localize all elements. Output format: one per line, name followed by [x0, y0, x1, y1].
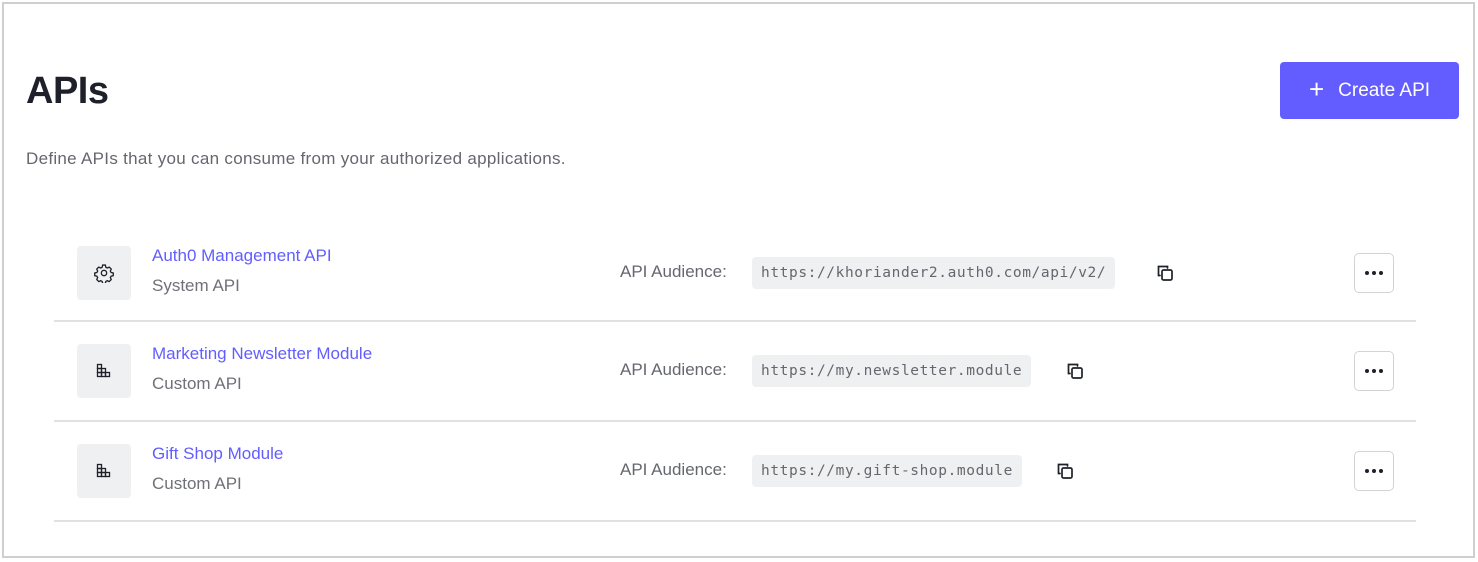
- api-type: Custom API: [152, 374, 242, 393]
- ellipsis-icon: [1365, 271, 1383, 275]
- api-row: Auth0 Management API System API API Audi…: [54, 224, 1416, 322]
- copy-icon: [1067, 363, 1083, 379]
- more-options-button[interactable]: [1354, 451, 1394, 491]
- api-icon-tile: [77, 344, 131, 398]
- plus-icon: +: [1308, 74, 1325, 104]
- api-name-link[interactable]: Auth0 Management API: [152, 246, 332, 265]
- page-title: APIs: [26, 70, 109, 112]
- api-audience-label: API Audience:: [620, 460, 727, 479]
- api-audience-value: https://my.gift-shop.module: [752, 455, 1022, 487]
- api-audience-value: https://khoriander2.auth0.com/api/v2/: [752, 257, 1116, 289]
- api-audience-value: https://my.newsletter.module: [752, 355, 1032, 387]
- page-subtitle: Define APIs that you can consume from yo…: [26, 149, 566, 168]
- copy-audience-button[interactable]: [1054, 460, 1076, 482]
- api-audience-label: API Audience:: [620, 262, 727, 281]
- api-audience-label: API Audience:: [620, 360, 727, 379]
- api-type: System API: [152, 276, 240, 295]
- more-options-button[interactable]: [1354, 253, 1394, 293]
- building-blocks-icon: [96, 363, 111, 378]
- ellipsis-icon: [1365, 469, 1383, 473]
- api-row: Gift Shop Module Custom API API Audience…: [54, 422, 1416, 522]
- gear-icon: [94, 264, 114, 283]
- api-icon-tile: [77, 246, 131, 300]
- api-name-link[interactable]: Gift Shop Module: [152, 444, 284, 463]
- copy-audience-button[interactable]: [1154, 262, 1176, 284]
- create-api-button[interactable]: + Create API: [1280, 62, 1459, 119]
- copy-audience-button[interactable]: [1064, 360, 1086, 382]
- more-options-button[interactable]: [1354, 351, 1394, 391]
- api-row: Marketing Newsletter Module Custom API A…: [54, 322, 1416, 422]
- api-list: Auth0 Management API System API API Audi…: [54, 224, 1416, 522]
- copy-icon: [1157, 265, 1173, 281]
- api-type: Custom API: [152, 474, 242, 493]
- api-icon-tile: [77, 444, 131, 498]
- api-name-link[interactable]: Marketing Newsletter Module: [152, 344, 373, 363]
- create-api-label: Create API: [1338, 79, 1431, 101]
- ellipsis-icon: [1365, 369, 1383, 373]
- building-blocks-icon: [96, 463, 111, 478]
- copy-icon: [1057, 463, 1073, 479]
